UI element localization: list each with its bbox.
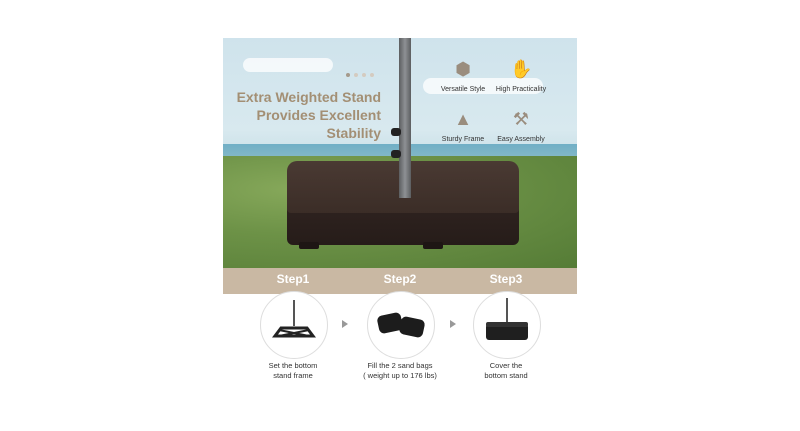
product-image: Extra Weighted Stand Provides Excellent … (223, 38, 577, 388)
feature-sturdy-frame: ▲ Sturdy Frame (428, 108, 498, 143)
headline-line: Stability (326, 125, 381, 141)
feature-easy-assembly: ⚒ Easy Assembly (486, 108, 556, 143)
step1-title: Step1 (276, 272, 310, 286)
step3-title: Step3 (489, 272, 523, 286)
carousel-dot (354, 73, 358, 77)
cloud (423, 78, 543, 94)
steps-band: Step1 Step2 Step3 (223, 268, 577, 294)
thumbs-up-icon: ✋ (510, 59, 533, 79)
triangle-shield-icon: ▲ (454, 109, 472, 129)
caption-line: stand frame (273, 371, 313, 380)
wrench-screwdriver-icon: ⚒ (512, 109, 530, 129)
stand-photo: Extra Weighted Stand Provides Excellent … (223, 38, 577, 268)
step1-image (260, 291, 328, 359)
feature-label: Versatile Style (440, 86, 486, 93)
feature-high-practicality: ✋ High Practicality (486, 58, 556, 93)
headline-line: Provides Excellent (256, 107, 381, 123)
caption-line: Set the bottom (268, 361, 318, 370)
sand-bags-illustration (377, 312, 425, 338)
stand-foot (299, 242, 319, 249)
carousel-dot (362, 73, 366, 77)
headline: Extra Weighted Stand Provides Excellent … (233, 88, 381, 142)
headline-line: Extra Weighted Stand (236, 89, 381, 105)
cloud (243, 58, 333, 72)
step3-image (473, 291, 541, 359)
carousel-dot (370, 73, 374, 77)
feature-versatile-style: ⬢ Versatile Style (428, 58, 498, 93)
feature-label: High Practicality (495, 86, 547, 93)
caption-line: bottom stand (484, 371, 528, 380)
frame-illustration (272, 300, 316, 338)
caption-line: Cover the (489, 361, 523, 370)
caption-line: Fill the 2 sand bags (367, 361, 433, 370)
tightening-knob (391, 150, 401, 158)
step2-image (367, 291, 435, 359)
step2-title: Step2 (383, 272, 417, 286)
step1-caption: Set the bottom stand frame (243, 361, 343, 381)
feature-label: Sturdy Frame (441, 136, 485, 143)
covered-base-illustration (486, 298, 528, 340)
feature-label: Easy Assembly (497, 136, 545, 143)
carousel-dot (346, 73, 350, 77)
step-arrow (342, 320, 348, 328)
tightening-knob (391, 128, 401, 136)
umbrella-pole (399, 38, 411, 198)
step-arrow (450, 320, 456, 328)
carousel-dots (346, 73, 374, 77)
caption-line: ( weight up to 176 lbs) (363, 371, 437, 380)
stand-foot (423, 242, 443, 249)
step2-caption: Fill the 2 sand bags ( weight up to 176 … (350, 361, 450, 381)
cube-icon: ⬢ (455, 59, 471, 79)
step3-caption: Cover the bottom stand (456, 361, 556, 381)
